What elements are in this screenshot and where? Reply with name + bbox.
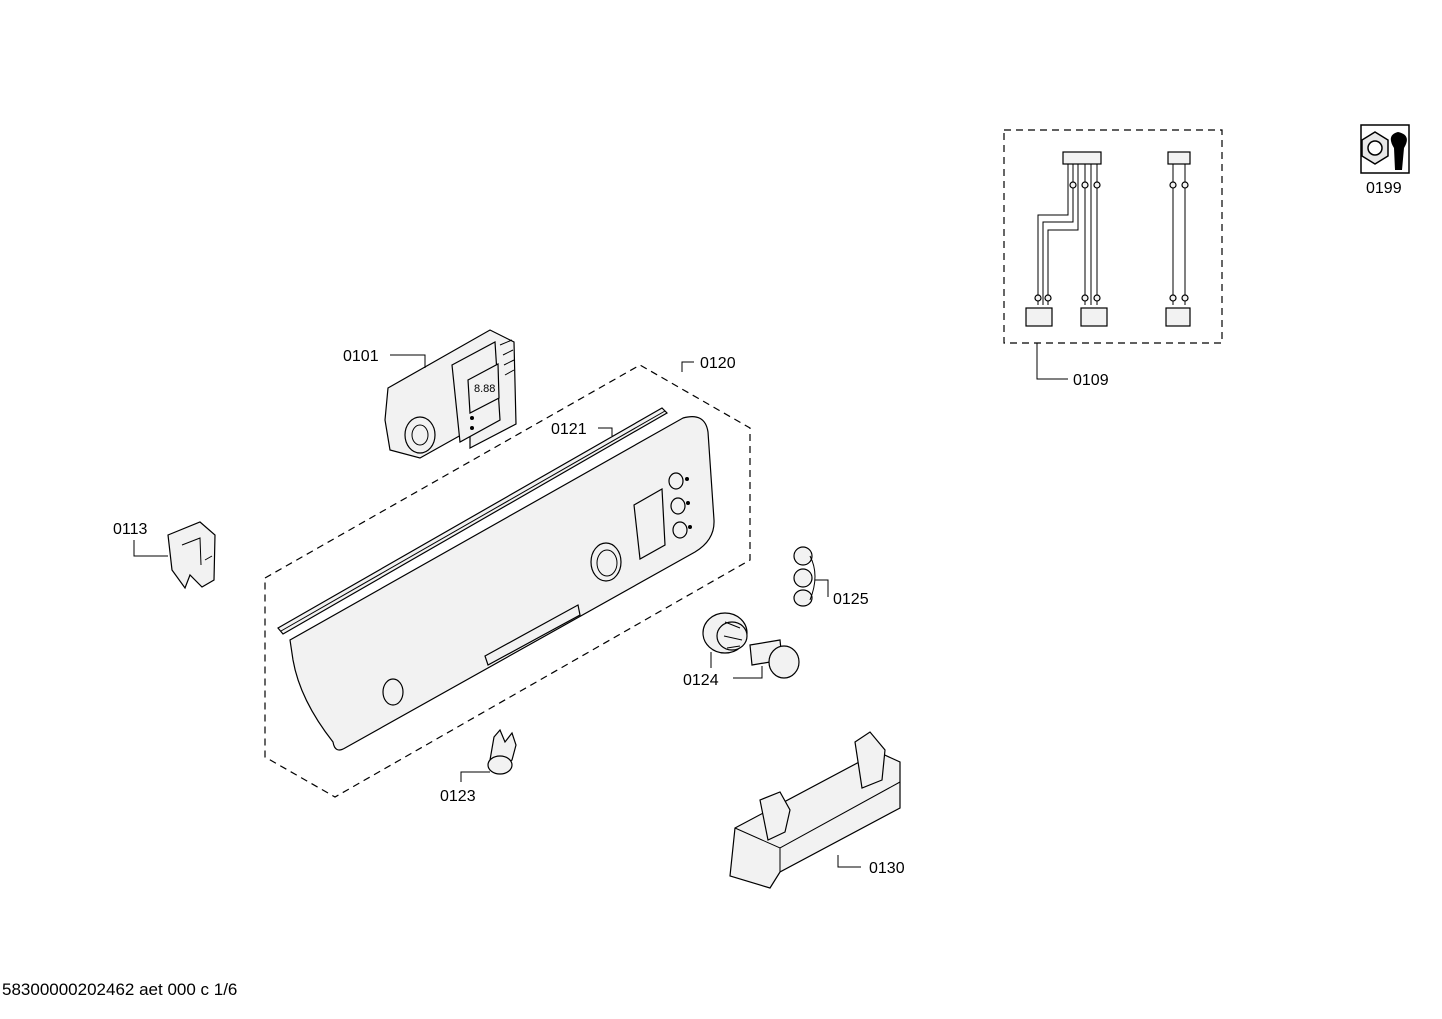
part-label-0101: 0101 <box>343 348 379 365</box>
label-leaders <box>133 343 1068 868</box>
part-label-0125: 0125 <box>833 591 869 608</box>
part-label-0113: 0113 <box>113 521 148 538</box>
wiring-harness[interactable] <box>1025 151 1191 327</box>
part-label-0121: 0121 <box>551 421 587 438</box>
assembly-boundary-0120 <box>264 364 751 798</box>
part-label-0120: 0120 <box>700 355 736 372</box>
part-label-0124: 0124 <box>683 672 719 689</box>
rotary-knob[interactable] <box>702 612 800 679</box>
harness-group-box <box>1003 129 1223 344</box>
electronic-module[interactable]: 8.88 <box>384 329 517 459</box>
bracket-clip[interactable] <box>167 521 216 590</box>
control-panel-fascia[interactable] <box>277 407 715 751</box>
part-label-0130: 0130 <box>869 860 905 877</box>
part-label-0109: 0109 <box>1073 372 1109 389</box>
push-button-set[interactable] <box>793 546 816 607</box>
wrench-nut-icon <box>1360 124 1410 174</box>
part-label-0123: 0123 <box>440 788 476 805</box>
svg-text:8.88: 8.88 <box>474 383 495 395</box>
part-label-0199: 0199 <box>1366 180 1402 197</box>
control-housing-cover[interactable] <box>729 731 901 889</box>
drawing-reference-footer: 58300000202462 aet 000 c 1/6 <box>2 980 238 999</box>
knob-clip[interactable] <box>487 728 517 775</box>
